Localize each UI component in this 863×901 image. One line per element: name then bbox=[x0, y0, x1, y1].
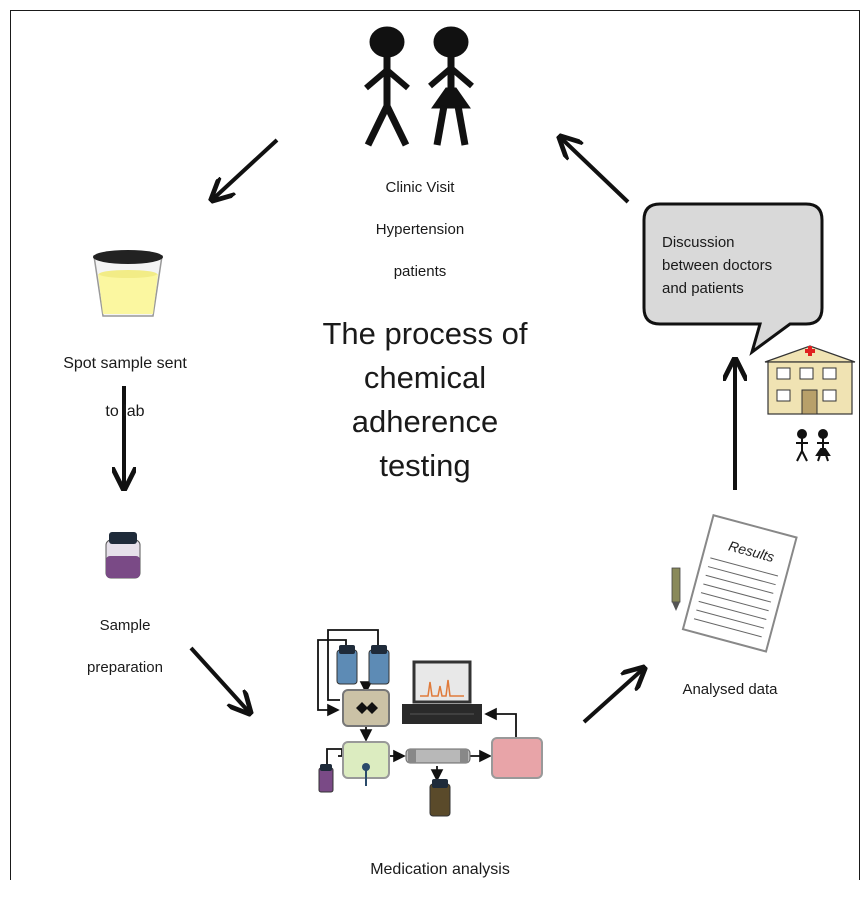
adherence-testing-diagram: Results bbox=[93, 26, 856, 817]
detector-box bbox=[491, 737, 543, 779]
urine-cup-icon bbox=[93, 250, 163, 317]
spot-sample-label: Spot sample sent to lab bbox=[63, 355, 187, 420]
title-line: chemical bbox=[363, 360, 487, 395]
patients-icon bbox=[364, 26, 474, 147]
title-line: The process of bbox=[322, 316, 528, 351]
analysed-data-label: Analysed data bbox=[682, 681, 778, 698]
flow-arrows bbox=[124, 138, 735, 724]
arrow-clinic-to-sample bbox=[213, 138, 279, 199]
sample-injection-vial bbox=[318, 767, 334, 793]
arrow-analysis-to-data bbox=[582, 669, 643, 724]
clinic-visit-label: Clinic Visit Hypertension patients bbox=[375, 179, 465, 280]
title-line: testing bbox=[379, 448, 471, 483]
sample-vial-icon bbox=[105, 532, 141, 579]
title-line: adherence bbox=[351, 404, 499, 439]
discussion-label: Discussion between doctors and patients bbox=[662, 234, 773, 297]
waste-bottle bbox=[429, 783, 451, 817]
solvent-bottles bbox=[336, 645, 390, 685]
hospital-icon bbox=[764, 345, 856, 462]
discussion-bubble bbox=[642, 202, 824, 356]
computer-monitor bbox=[402, 660, 482, 724]
diagram-title: The process of chemical adherence testin… bbox=[270, 312, 580, 488]
pencil-icon bbox=[671, 567, 681, 611]
lc-ms-apparatus-icon bbox=[317, 629, 543, 817]
results-sheet-icon: Results bbox=[671, 514, 798, 653]
arrow-discussion-to-clinic bbox=[561, 138, 630, 204]
figure-border bbox=[10, 10, 860, 880]
column-tube bbox=[405, 748, 471, 764]
arrow-preparation-to-analysis bbox=[189, 646, 249, 712]
medication-analysis-label: Medication analysis bbox=[370, 861, 510, 878]
sample-preparation-label: Sample preparation bbox=[87, 617, 163, 676]
